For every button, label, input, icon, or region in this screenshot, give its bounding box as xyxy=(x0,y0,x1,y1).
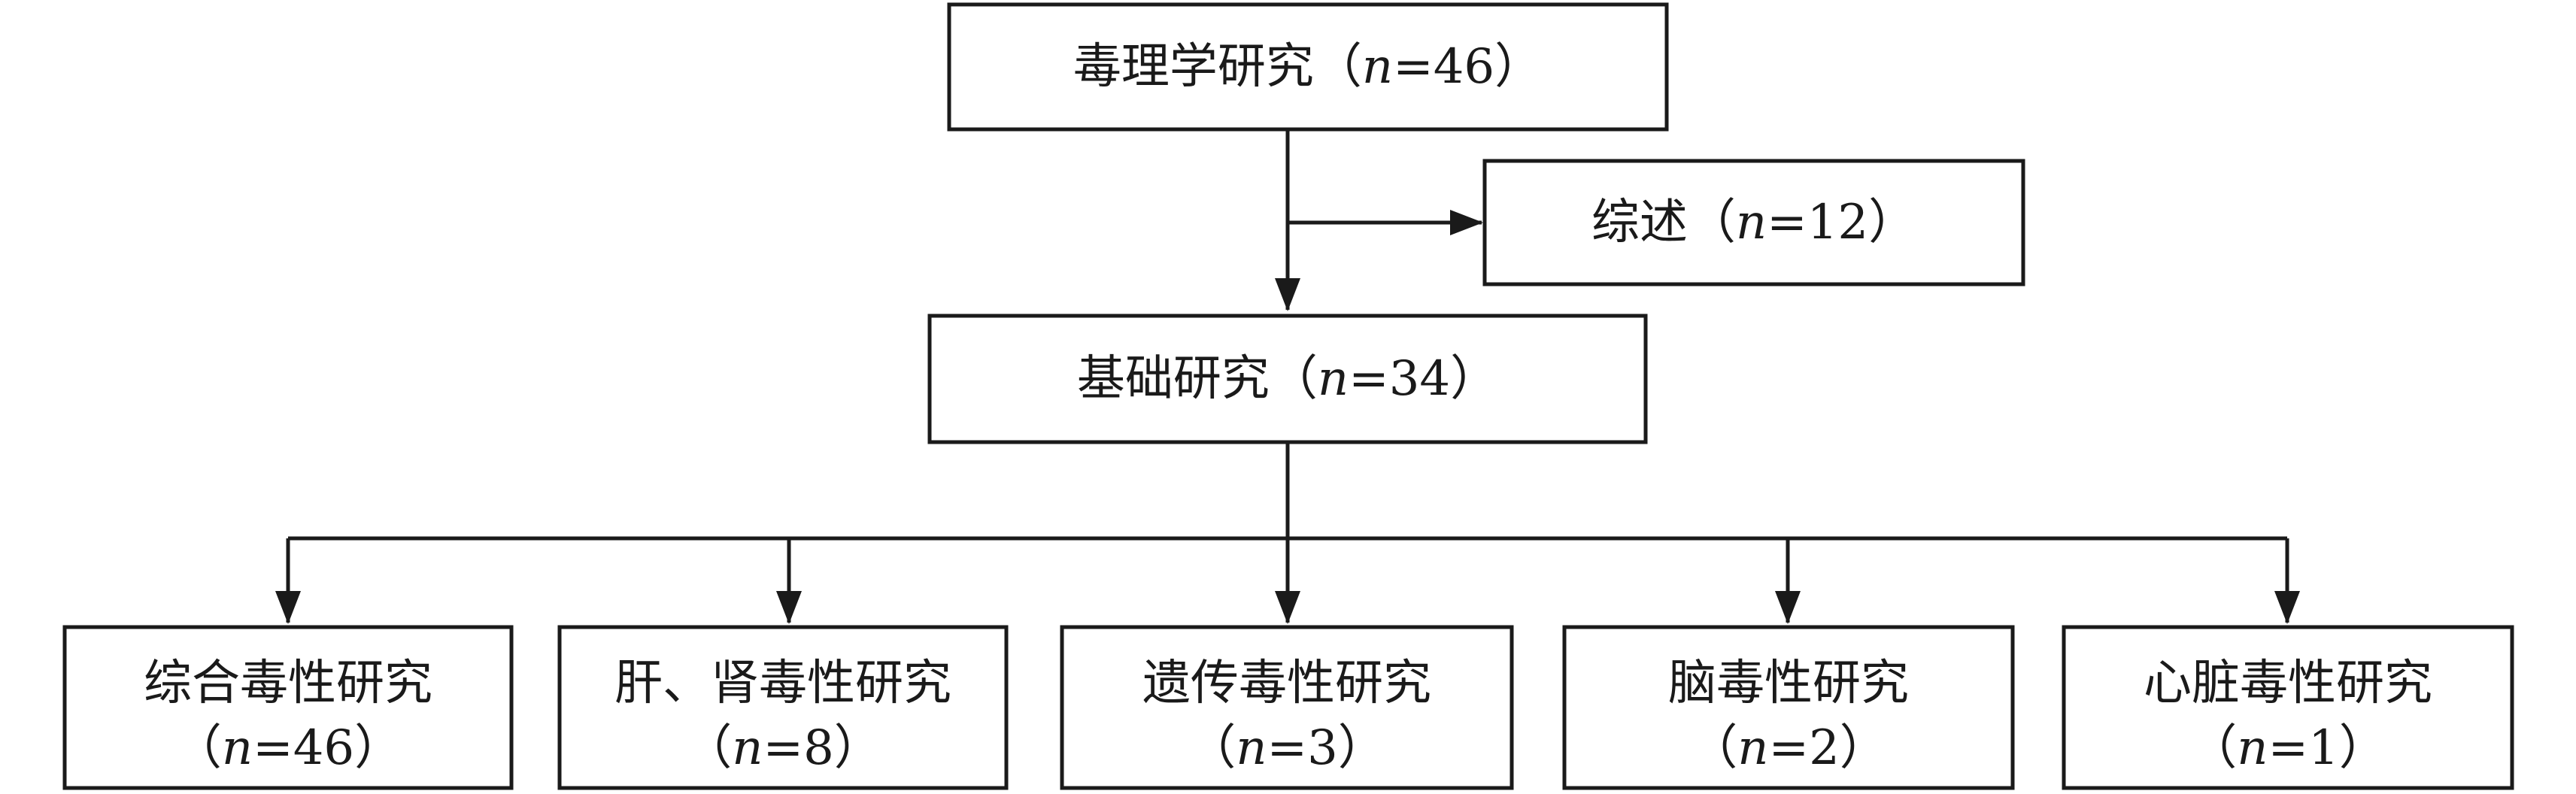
svg-text:（n=8）: （n=8） xyxy=(684,720,882,776)
node-comprehensive-toxicity: 综合毒性研究 （n=46） xyxy=(62,625,514,790)
node-brain-toxicity: 脑毒性研究 （n=2） xyxy=(1562,625,2015,790)
node-liver-kidney-toxicity-label: 肝、肾毒性研究 xyxy=(614,656,951,711)
node-basic-research: 基础研究（n=34） xyxy=(927,314,1648,444)
svg-text:（n=2）: （n=2） xyxy=(1689,720,1888,776)
node-review-label: 综述 xyxy=(1591,195,1688,250)
svg-text:综述（n=12）: 综述（n=12） xyxy=(1591,195,1916,250)
svg-text:基础研究（n=34）: 基础研究（n=34） xyxy=(1077,351,1498,407)
node-review: 综述（n=12） xyxy=(1482,159,2025,286)
node-liver-kidney-toxicity: 肝、肾毒性研究 （n=8） xyxy=(557,625,1009,790)
svg-text:（n=3）: （n=3） xyxy=(1188,720,1386,776)
node-toxicology-research: 毒理学研究（n=46） xyxy=(947,2,1669,132)
node-toxicology-research-label: 毒理学研究 xyxy=(1073,39,1314,95)
node-genetic-toxicity: 遗传毒性研究 （n=3） xyxy=(1060,625,1514,790)
svg-text:（n=1）: （n=1） xyxy=(2189,720,2387,776)
node-cardiac-toxicity-label: 心脏毒性研究 xyxy=(2144,656,2432,711)
connectors xyxy=(275,129,2300,624)
node-comprehensive-toxicity-label: 综合毒性研究 xyxy=(144,656,432,711)
node-cardiac-toxicity: 心脏毒性研究 （n=1） xyxy=(2062,625,2514,790)
node-genetic-toxicity-label: 遗传毒性研究 xyxy=(1142,656,1431,711)
node-basic-research-label: 基础研究 xyxy=(1077,351,1270,407)
svg-text:毒理学研究（n=46）: 毒理学研究（n=46） xyxy=(1073,39,1543,95)
svg-text:（n=46）: （n=46） xyxy=(174,720,402,776)
node-brain-toxicity-label: 脑毒性研究 xyxy=(1668,656,1909,711)
